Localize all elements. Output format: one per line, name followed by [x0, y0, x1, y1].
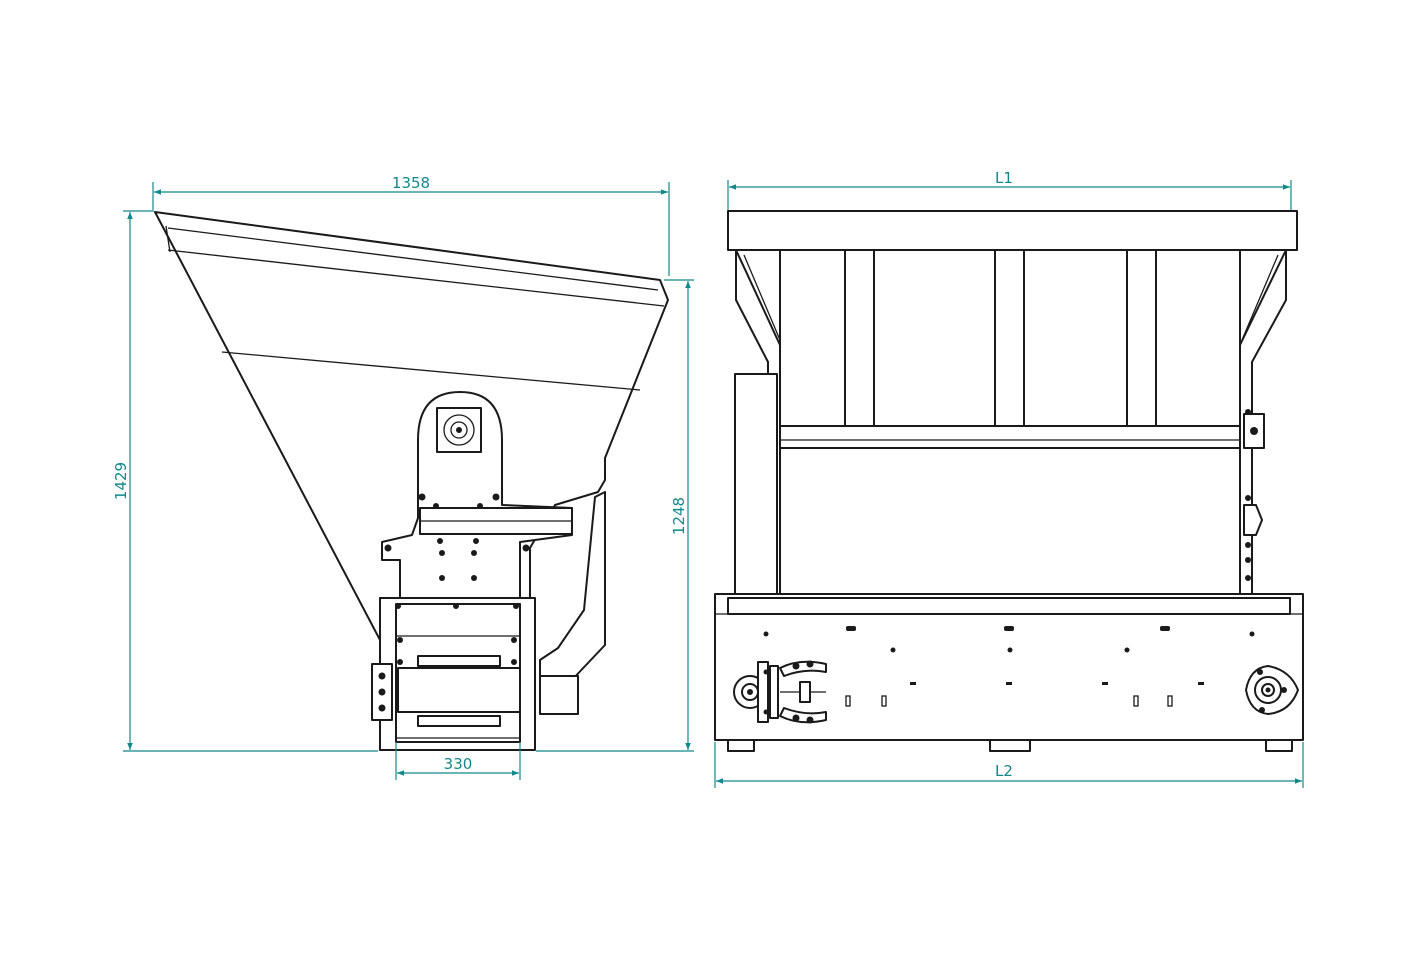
- side-rotor-lower-bar: [417, 715, 501, 727]
- front-base-inner-top: [727, 597, 1291, 615]
- front-right-bearing: [1245, 665, 1299, 715]
- label-1358: 1358: [392, 174, 430, 192]
- side-lower-bolts: [395, 603, 519, 665]
- front-foot-right: [1265, 739, 1293, 752]
- label-330: 330: [444, 755, 473, 773]
- side-bearing-bolt-1: [378, 672, 386, 680]
- side-hopper-rim-inner: [167, 227, 659, 291]
- dimension-width-1358: 1358: [152, 174, 670, 276]
- front-stiffener-2: [994, 249, 1025, 427]
- dimension-height-1248: 1248: [536, 279, 694, 752]
- label-L1: L1: [995, 169, 1013, 187]
- front-hopper-right-inner: [1241, 254, 1279, 341]
- side-motor-shaft-inner: [450, 421, 468, 439]
- front-base-holes: [763, 626, 1255, 707]
- label-1248: 1248: [670, 497, 688, 535]
- side-hopper-band: [221, 351, 641, 391]
- side-motor-shaft-core: [456, 427, 462, 433]
- side-discharge-chute: [539, 491, 606, 683]
- front-left-bearing: [733, 660, 827, 724]
- label-L2: L2: [995, 762, 1013, 780]
- front-stiffener-1: [844, 249, 875, 427]
- front-stiffener-3: [1126, 249, 1157, 427]
- side-view: [154, 211, 669, 751]
- front-right-side-bolts: [1245, 409, 1251, 581]
- side-hopper-rim-edge: [165, 225, 171, 253]
- side-bearing-bolt-3: [378, 704, 386, 712]
- dimension-length-L1: L1: [727, 169, 1292, 210]
- front-view: [714, 210, 1304, 752]
- front-right-bracket: [1243, 504, 1263, 536]
- front-foot-center: [989, 739, 1031, 752]
- side-rotor-upper-bar: [417, 655, 501, 667]
- front-right-shaft-bolt: [1250, 427, 1258, 435]
- front-top-frame: [727, 210, 1298, 251]
- front-cross-beam: [779, 425, 1241, 449]
- label-1429: 1429: [112, 462, 130, 500]
- front-motor-cover: [734, 373, 778, 595]
- side-hopper-rim-lower: [167, 249, 665, 307]
- side-plate-bolts: [384, 493, 530, 581]
- front-foot-left: [727, 739, 755, 752]
- side-bearing-bolt-2: [378, 688, 386, 696]
- dimension-length-L2: L2: [714, 742, 1304, 788]
- dimension-height-1429: 1429: [112, 210, 378, 752]
- dimension-width-330: 330: [395, 742, 521, 780]
- side-chute-outlet: [539, 675, 579, 715]
- front-hopper-left-inner: [743, 254, 781, 341]
- side-rotor-drum: [397, 667, 521, 713]
- side-motor-shaft-outer: [443, 414, 475, 446]
